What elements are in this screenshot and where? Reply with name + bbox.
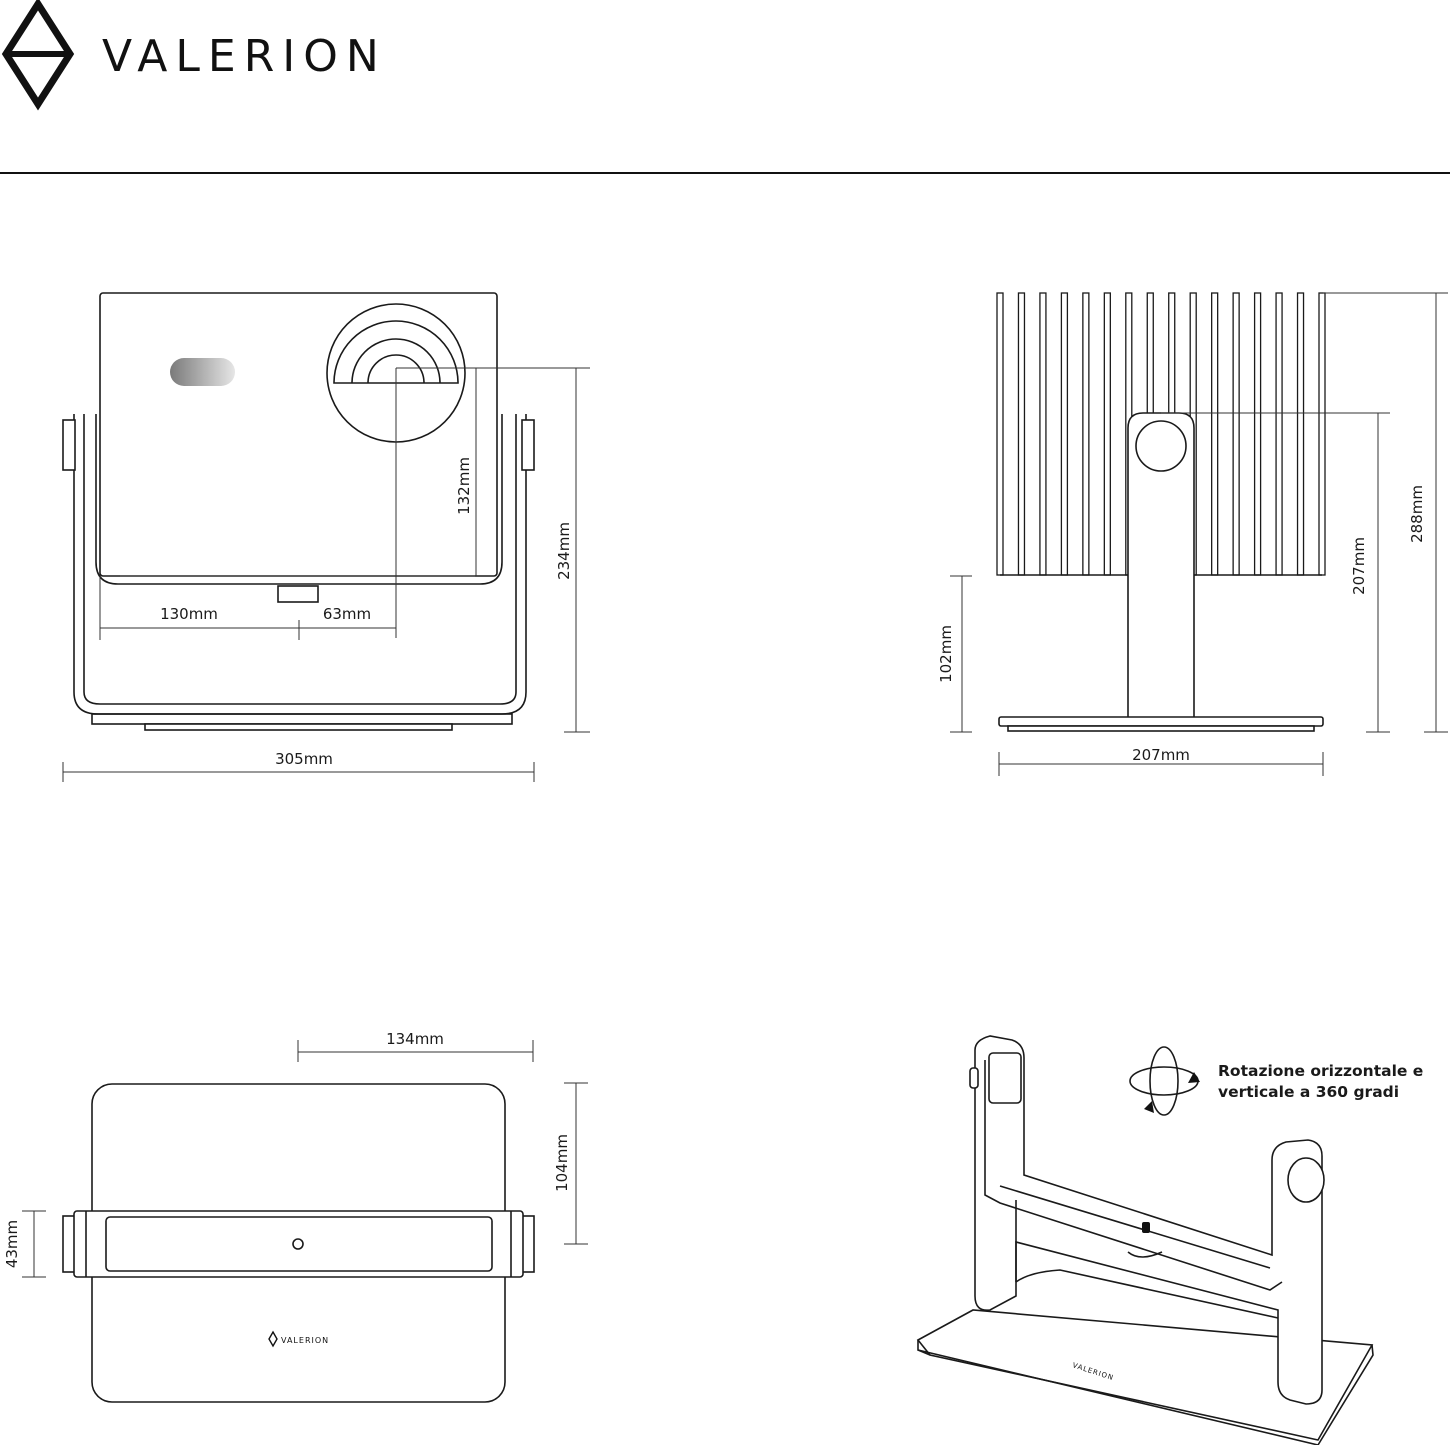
side-base-gap-label: 102mm: [937, 625, 955, 683]
side-pivot-height-label: 207mm: [1350, 537, 1368, 595]
cooling-fin: [1211, 292, 1219, 576]
cooling-fin: [1275, 292, 1283, 576]
small-brand-text: VALERION: [281, 1336, 329, 1345]
sensor-window: [170, 358, 235, 386]
stand-perspective-view: VALERION Rotazione orizzontale e vertica…: [916, 1035, 1423, 1445]
cooling-fin: [1232, 292, 1240, 576]
front-width-label: 305mm: [275, 750, 333, 768]
side-width-label: 207mm: [1132, 746, 1190, 764]
cooling-fin: [1060, 292, 1069, 576]
rotate-360-icon: [1129, 1046, 1200, 1116]
brand-name: VALERION: [102, 31, 387, 82]
rotation-caption-line2: verticale a 360 gradi: [1218, 1083, 1399, 1101]
top-half-width-label: 134mm: [386, 1030, 444, 1048]
cooling-fin: [1082, 292, 1090, 576]
cooling-fin: [1296, 292, 1305, 576]
cooling-fin: [1039, 292, 1047, 576]
front-lens-height-label: 132mm: [455, 457, 473, 515]
brand-header: VALERION: [1, 0, 387, 111]
front-lens-offset-label: 63mm: [323, 605, 371, 623]
small-brand-mark: VALERION: [268, 1330, 329, 1348]
valerion-logo-icon: [1, 0, 75, 111]
top-view: VALERION 134mm 104mm 43mm: [3, 1030, 588, 1403]
front-height-label: 234mm: [555, 522, 573, 580]
top-depth-label: 104mm: [553, 1134, 571, 1192]
cooling-fin: [1253, 292, 1262, 576]
front-view: 132mm 234mm 130mm 63mm 305mm: [62, 292, 590, 782]
front-left-offset-label: 130mm: [160, 605, 218, 623]
side-total-height-label: 288mm: [1408, 485, 1426, 543]
top-bar-width-label: 43mm: [3, 1220, 21, 1268]
rotation-caption-line1: Rotazione orizzontale e: [1218, 1062, 1423, 1080]
cooling-fin: [1103, 292, 1111, 576]
cooling-fin: [1017, 292, 1026, 576]
side-view: 102mm 207mm 207mm 288mm: [937, 292, 1448, 776]
cooling-fin: [1318, 292, 1326, 576]
cooling-fin: [996, 292, 1004, 576]
